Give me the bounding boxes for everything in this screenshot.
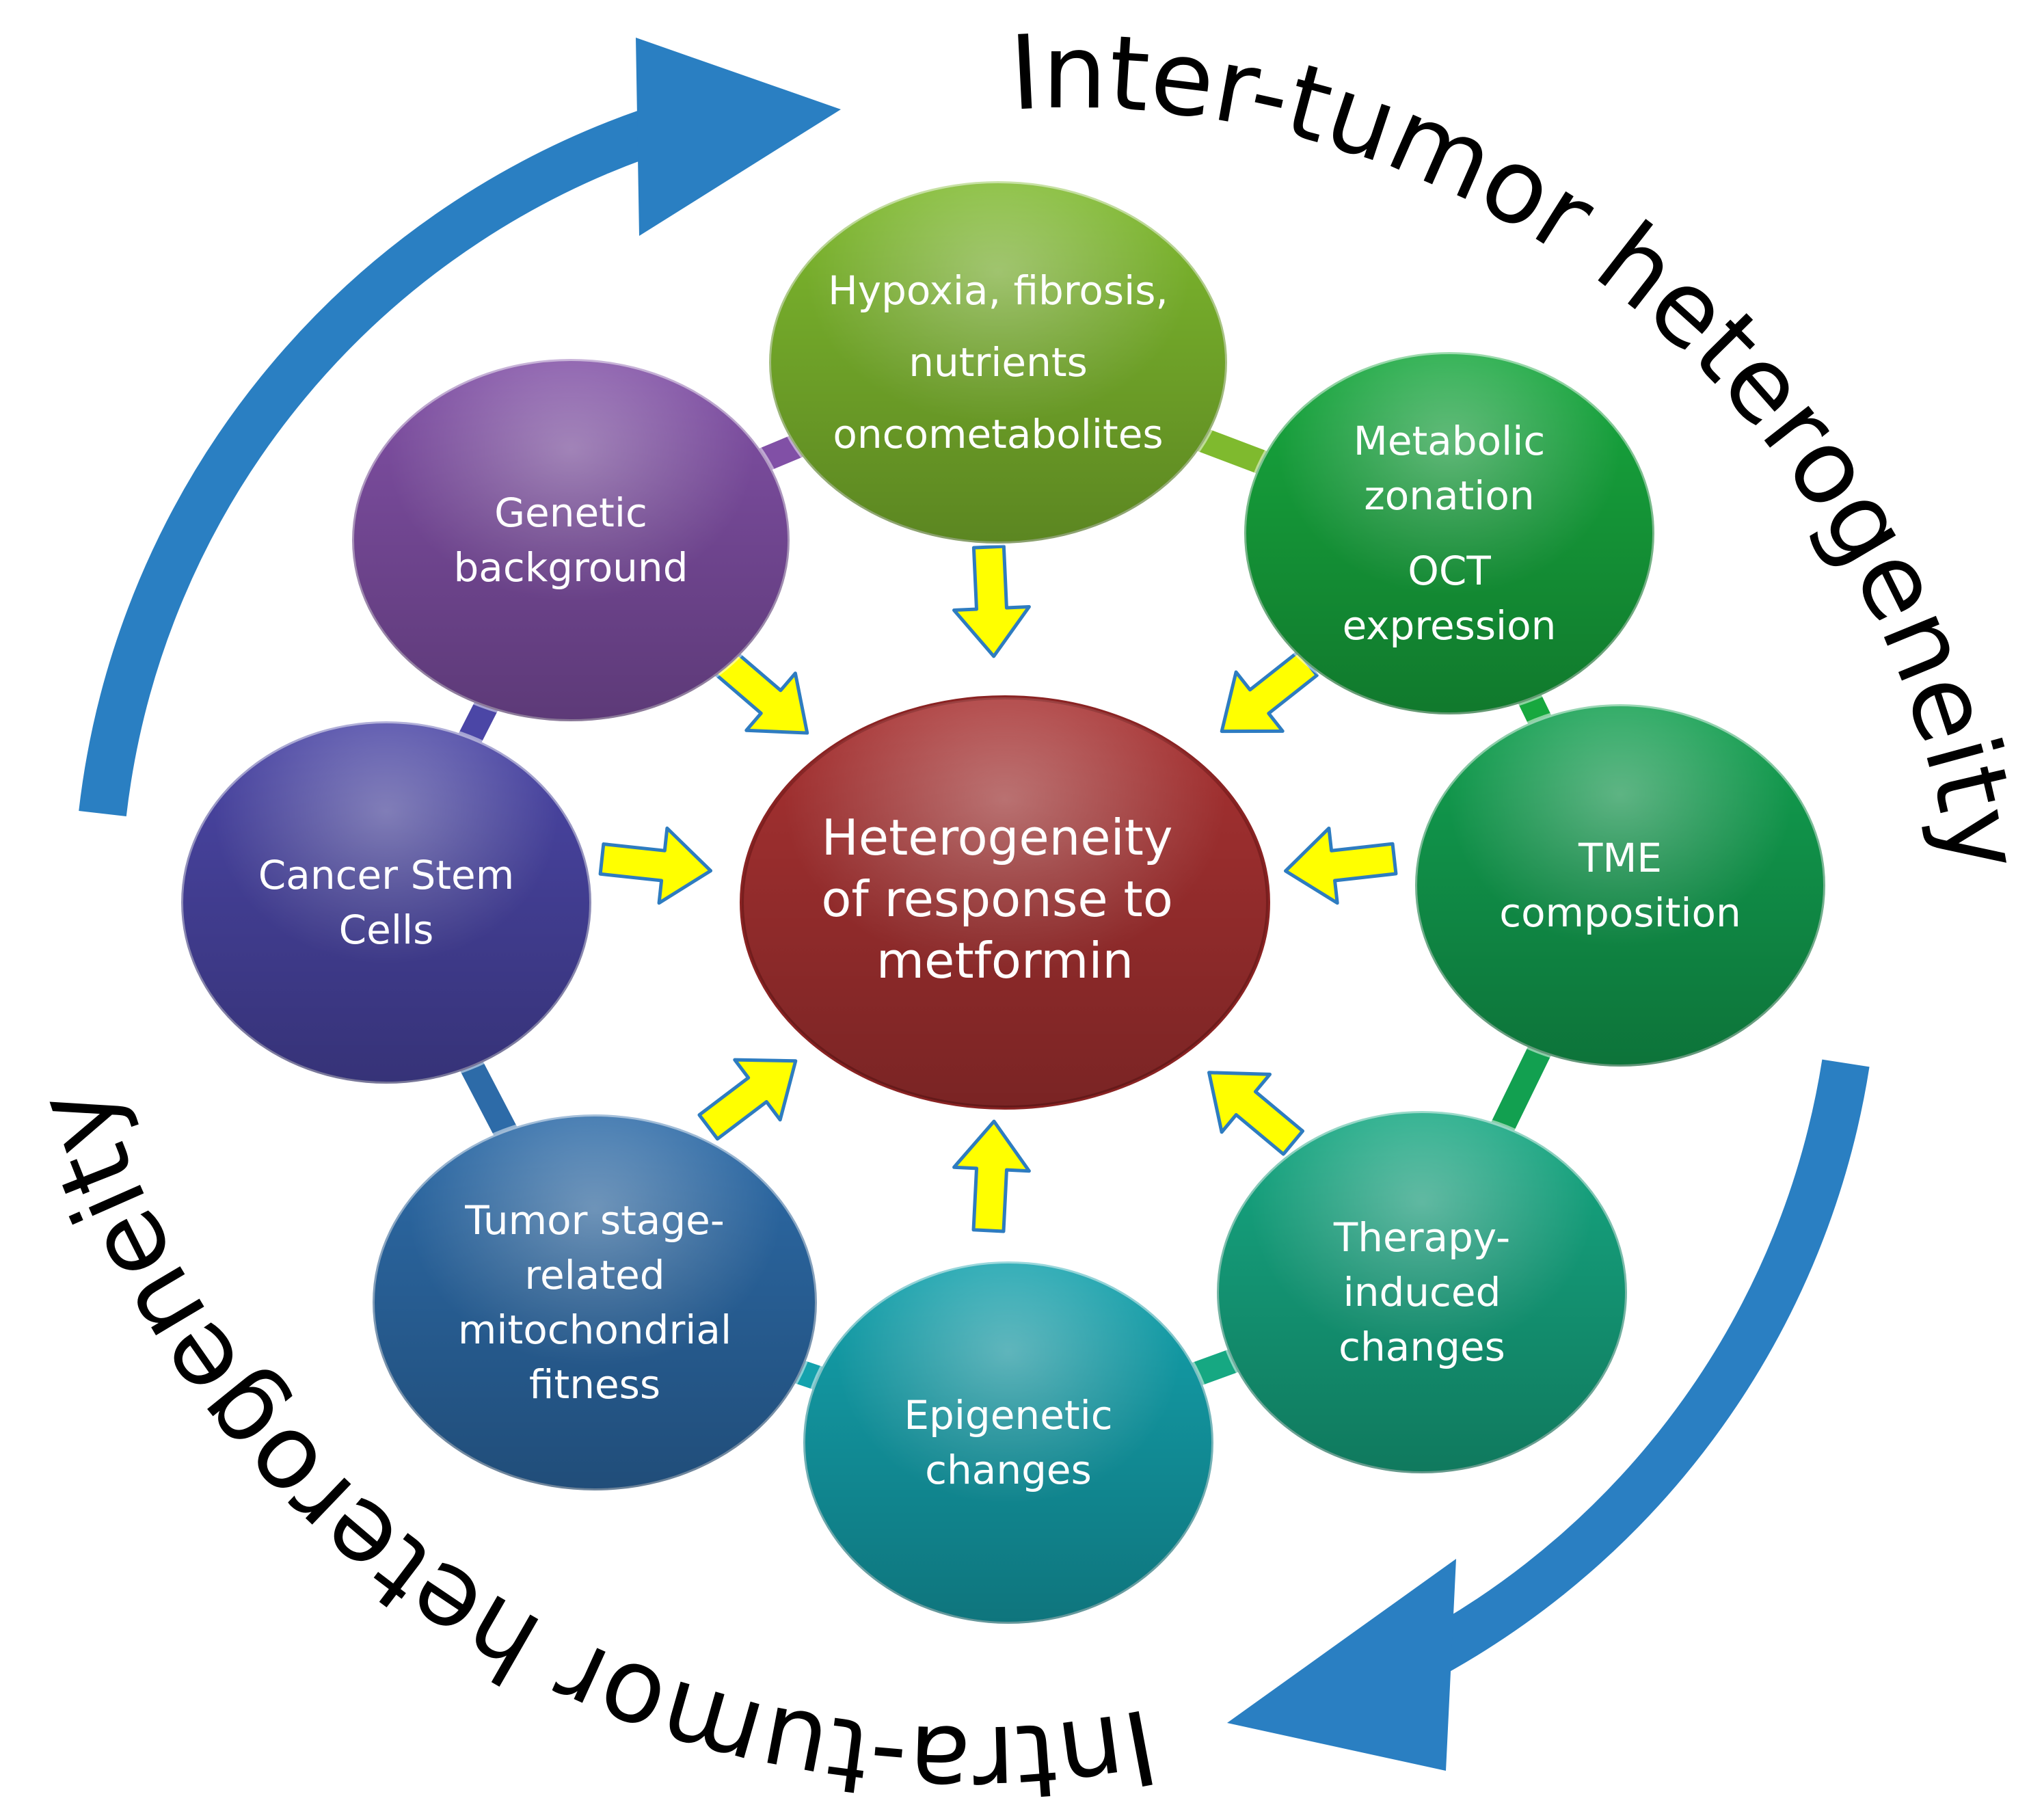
arrow-tumor-stage-icon: [697, 1058, 798, 1141]
arrow-tme-icon: [1283, 826, 1398, 905]
node-label-line: Cells: [339, 907, 434, 953]
node-label-line: changes: [1339, 1324, 1505, 1370]
node-label-line: Metabolic: [1354, 418, 1545, 464]
center-label: Heterogeneity of response to metformin: [821, 809, 1188, 989]
node-tme: TME composition: [1413, 702, 1827, 1069]
node-label-line: TME: [1578, 835, 1662, 881]
node-therapy: Therapy-induced changes: [1215, 1109, 1629, 1475]
center-label-line-2: of response to: [821, 870, 1172, 928]
node-label-therapy: Therapy-induced changes: [1333, 1214, 1510, 1370]
node-label-epigenetic: Epigenetic changes: [904, 1392, 1112, 1493]
arrow-metabolic-icon: [1220, 650, 1319, 734]
center-node: Heterogeneity of response to metformin: [740, 695, 1270, 1110]
node-label-line: changes: [925, 1447, 1092, 1493]
node-label-line: oncometabolites: [833, 411, 1163, 457]
node-label-line: Epigenetic: [904, 1392, 1112, 1438]
node-genetic: Genetic background: [350, 357, 792, 723]
node-label-line: Tumor stage-: [464, 1197, 725, 1244]
arrow-hypoxia-icon: [952, 544, 1031, 658]
node-label-hypoxia: Hypoxia, fibrosis, nutrients oncometabolit…: [828, 267, 1168, 457]
node-label-line: induced: [1343, 1269, 1501, 1315]
cycle-arrow-top-left-icon: [79, 38, 841, 817]
node-label-line: composition: [1499, 889, 1741, 936]
center-label-line-3: metformin: [876, 932, 1133, 989]
node-label-line: OCT: [1408, 548, 1491, 594]
arrow-cancer-stem-icon: [598, 826, 713, 905]
node-hypoxia: Hypoxia, fibrosis, nutrients oncometabolit…: [767, 179, 1229, 546]
node-label-line: expression: [1343, 602, 1557, 649]
node-label-line: related: [524, 1252, 664, 1298]
node-label-line: Cancer Stem: [258, 852, 514, 898]
arrow-epigenetic-icon: [952, 1119, 1031, 1233]
node-label-line: background: [453, 544, 688, 591]
arrow-genetic-icon: [712, 648, 809, 735]
arrow-therapy-icon: [1207, 1071, 1305, 1156]
node-label-tumor-stage: Tumor stage-related mitochondrial fitness: [458, 1197, 731, 1408]
node-tumor-stage: Tumor stage-related mitochondrial fitness: [371, 1112, 819, 1493]
factor-nodes: Hypoxia, fibrosis, nutrients oncometabolit…: [179, 179, 1827, 1626]
node-label-line: Hypoxia, fibrosis,: [828, 267, 1168, 314]
node-label-tme: TME composition: [1499, 835, 1741, 936]
node-label-line: fitness: [529, 1361, 660, 1408]
node-label-line: mitochondrial: [458, 1307, 731, 1353]
node-label-line: nutrients: [909, 339, 1088, 386]
center-label-line-1: Heterogeneity: [822, 809, 1173, 866]
cycle-arrow-bottom-right-icon: [1227, 1059, 1870, 1771]
node-label-line: Genetic: [494, 490, 647, 536]
node-label-line: zonation: [1364, 472, 1534, 519]
node-label-genetic: Genetic background: [453, 490, 688, 591]
node-epigenetic: Epigenetic changes: [801, 1259, 1215, 1626]
node-label-line: Therapy-: [1333, 1214, 1510, 1261]
influence-arrows: [598, 544, 1398, 1233]
